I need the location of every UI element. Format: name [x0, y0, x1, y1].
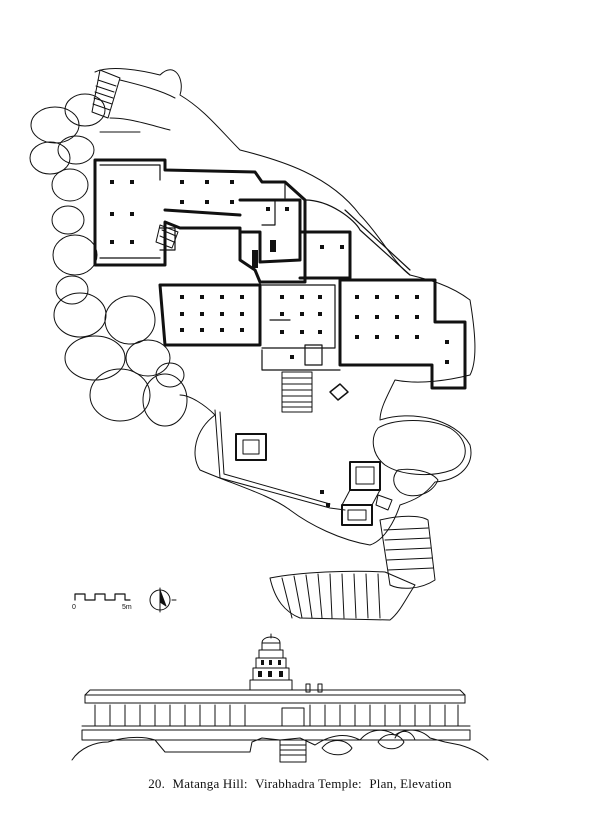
south-stairs — [281, 371, 349, 413]
scale-end-label: 5m — [122, 604, 132, 611]
north-arrow-icon — [149, 587, 177, 613]
boulder-right — [372, 420, 466, 475]
north-stairs — [91, 69, 176, 133]
columns — [110, 180, 449, 364]
caption-number: 20. — [148, 776, 166, 791]
terrain-outline — [94, 68, 476, 546]
temple-inner-walls — [99, 164, 411, 371]
caption-temple: Virabhadra Temple: — [255, 776, 362, 791]
scale-start-label: 0 — [72, 604, 76, 611]
left-boulders — [29, 93, 188, 427]
caption-views: Plan, Elevation — [369, 776, 452, 791]
lower-compound — [214, 409, 393, 526]
caption-site: Matanga Hill: — [172, 776, 248, 791]
temple-elevation — [71, 633, 489, 763]
temple-walls — [93, 158, 467, 390]
figure-caption: 20. Matanga Hill: Virabhadra Temple: Pla… — [0, 776, 600, 792]
curved-step-flights — [269, 515, 436, 621]
boulder-right-2 — [393, 468, 439, 497]
inner-stair — [155, 224, 179, 249]
scale-bar — [74, 593, 131, 601]
